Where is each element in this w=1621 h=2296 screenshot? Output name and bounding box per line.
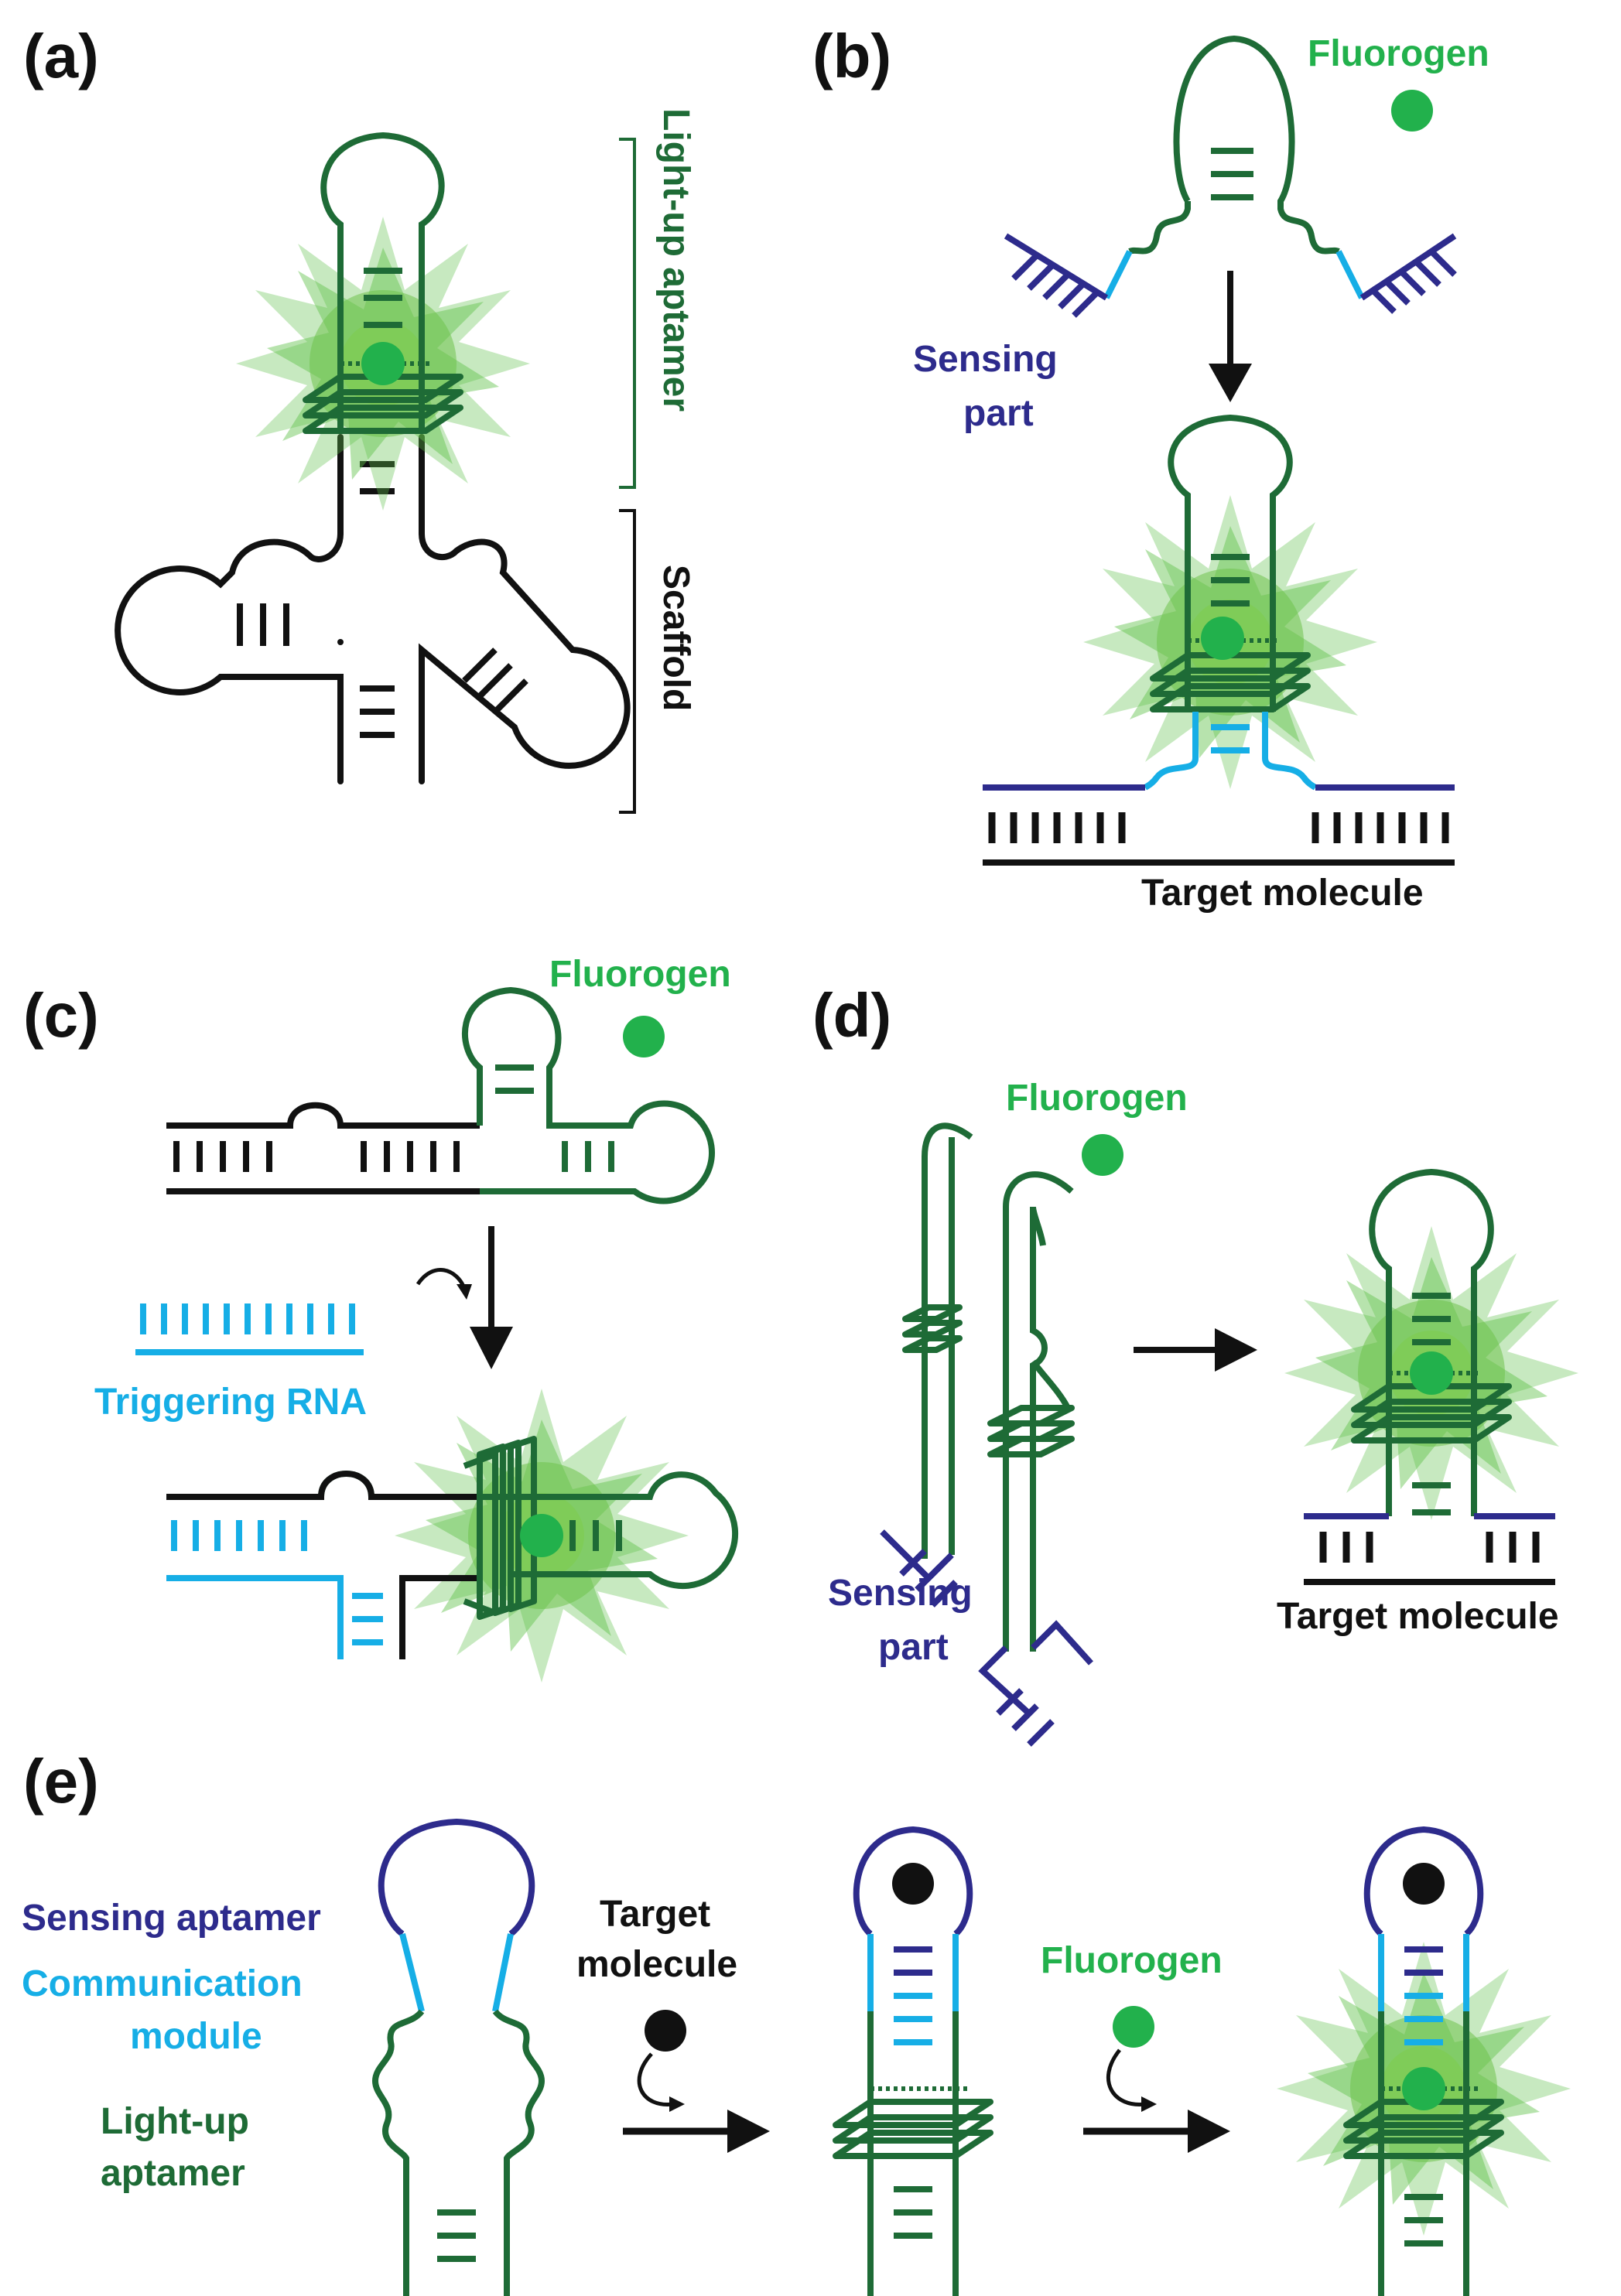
panel-c: (c) Fluorogen Triggering RNA (23, 954, 739, 1683)
target-label-d: Target molecule (1277, 1596, 1559, 1637)
bound-sensor-b (983, 414, 1455, 866)
panel-a-letter: (a) (23, 22, 99, 91)
sensor-state-3 (1277, 1826, 1571, 2296)
sensing-label-b-2: part (963, 393, 1034, 434)
sensing-bases-b (1011, 249, 1457, 318)
fluorogen-dot-e (1113, 2006, 1154, 2048)
panel-b-letter: (b) (812, 22, 891, 91)
bracket-scaffold (619, 509, 636, 814)
triggering-rna-label: Triggering RNA (94, 1382, 367, 1423)
panel-d-letter: (d) (812, 981, 891, 1050)
fluorogen-dot-b (1391, 90, 1433, 132)
triggering-rna (135, 1303, 364, 1355)
split-aptamer-d (922, 1122, 1074, 1652)
arrow-c (416, 1226, 513, 1369)
scaffold-label: Scaffold (655, 565, 696, 711)
light-up-aptamer-label: Light-up aptamer (655, 108, 696, 412)
panel-e: (e) Sensing aptamer Communication module… (22, 1747, 1571, 2296)
fluorogen-label-e: Fluorogen (1041, 1940, 1223, 1981)
arrow-b (1209, 271, 1252, 402)
unbound-sensor-b (1004, 35, 1457, 301)
scaffold-structure (115, 434, 631, 784)
communication-label-2: module (130, 2016, 262, 2057)
sensor-state-2 (836, 1826, 990, 2296)
fluorogen-label-b: Fluorogen (1308, 33, 1489, 74)
arrow-d (1134, 1328, 1257, 1372)
lightup-label-2: aptamer (101, 2153, 245, 2194)
fluorogen-label-d: Fluorogen (1006, 1078, 1188, 1119)
target-label-e-2: molecule (576, 1944, 737, 1985)
switch-on-c (166, 1389, 739, 1683)
bracket-light-up (619, 138, 636, 489)
sensing-aptamer-label: Sensing aptamer (22, 1898, 321, 1939)
target-molecule-dot-e (645, 2010, 686, 2052)
fluorogen-dot-a (361, 342, 405, 385)
fluorogen-label-c: Fluorogen (549, 954, 731, 995)
fluorogen-dot-c (623, 1016, 665, 1057)
panel-c-letter: (c) (23, 981, 99, 1050)
sensor-state-1 (371, 1818, 545, 2296)
panel-b: (b) Fluorogen Sensing part (812, 22, 1489, 914)
target-label-b: Target molecule (1141, 873, 1424, 914)
arrow-e-1 (623, 2052, 770, 2153)
communication-label-1: Communication (22, 1963, 303, 2004)
panel-d: (d) Fluorogen Sensing part (812, 981, 1578, 1747)
switch-off-c (166, 986, 715, 1204)
arrow-e-2 (1083, 2048, 1230, 2153)
panel-a: (a) Light-up aptamer Scaffold (23, 22, 696, 814)
sensing-label-b-1: Sensing (913, 339, 1058, 380)
lightup-label-1: Light-up (101, 2101, 249, 2142)
assembled-sensor-d (1284, 1168, 1578, 1585)
sensing-label-d-1: Sensing (828, 1573, 973, 1614)
target-label-e-1: Target (600, 1894, 710, 1935)
fluorogen-dot-d (1082, 1134, 1123, 1176)
light-up-aptamer-a (236, 132, 530, 511)
sensing-label-d-2: part (878, 1627, 949, 1668)
panel-e-letter: (e) (23, 1747, 99, 1816)
